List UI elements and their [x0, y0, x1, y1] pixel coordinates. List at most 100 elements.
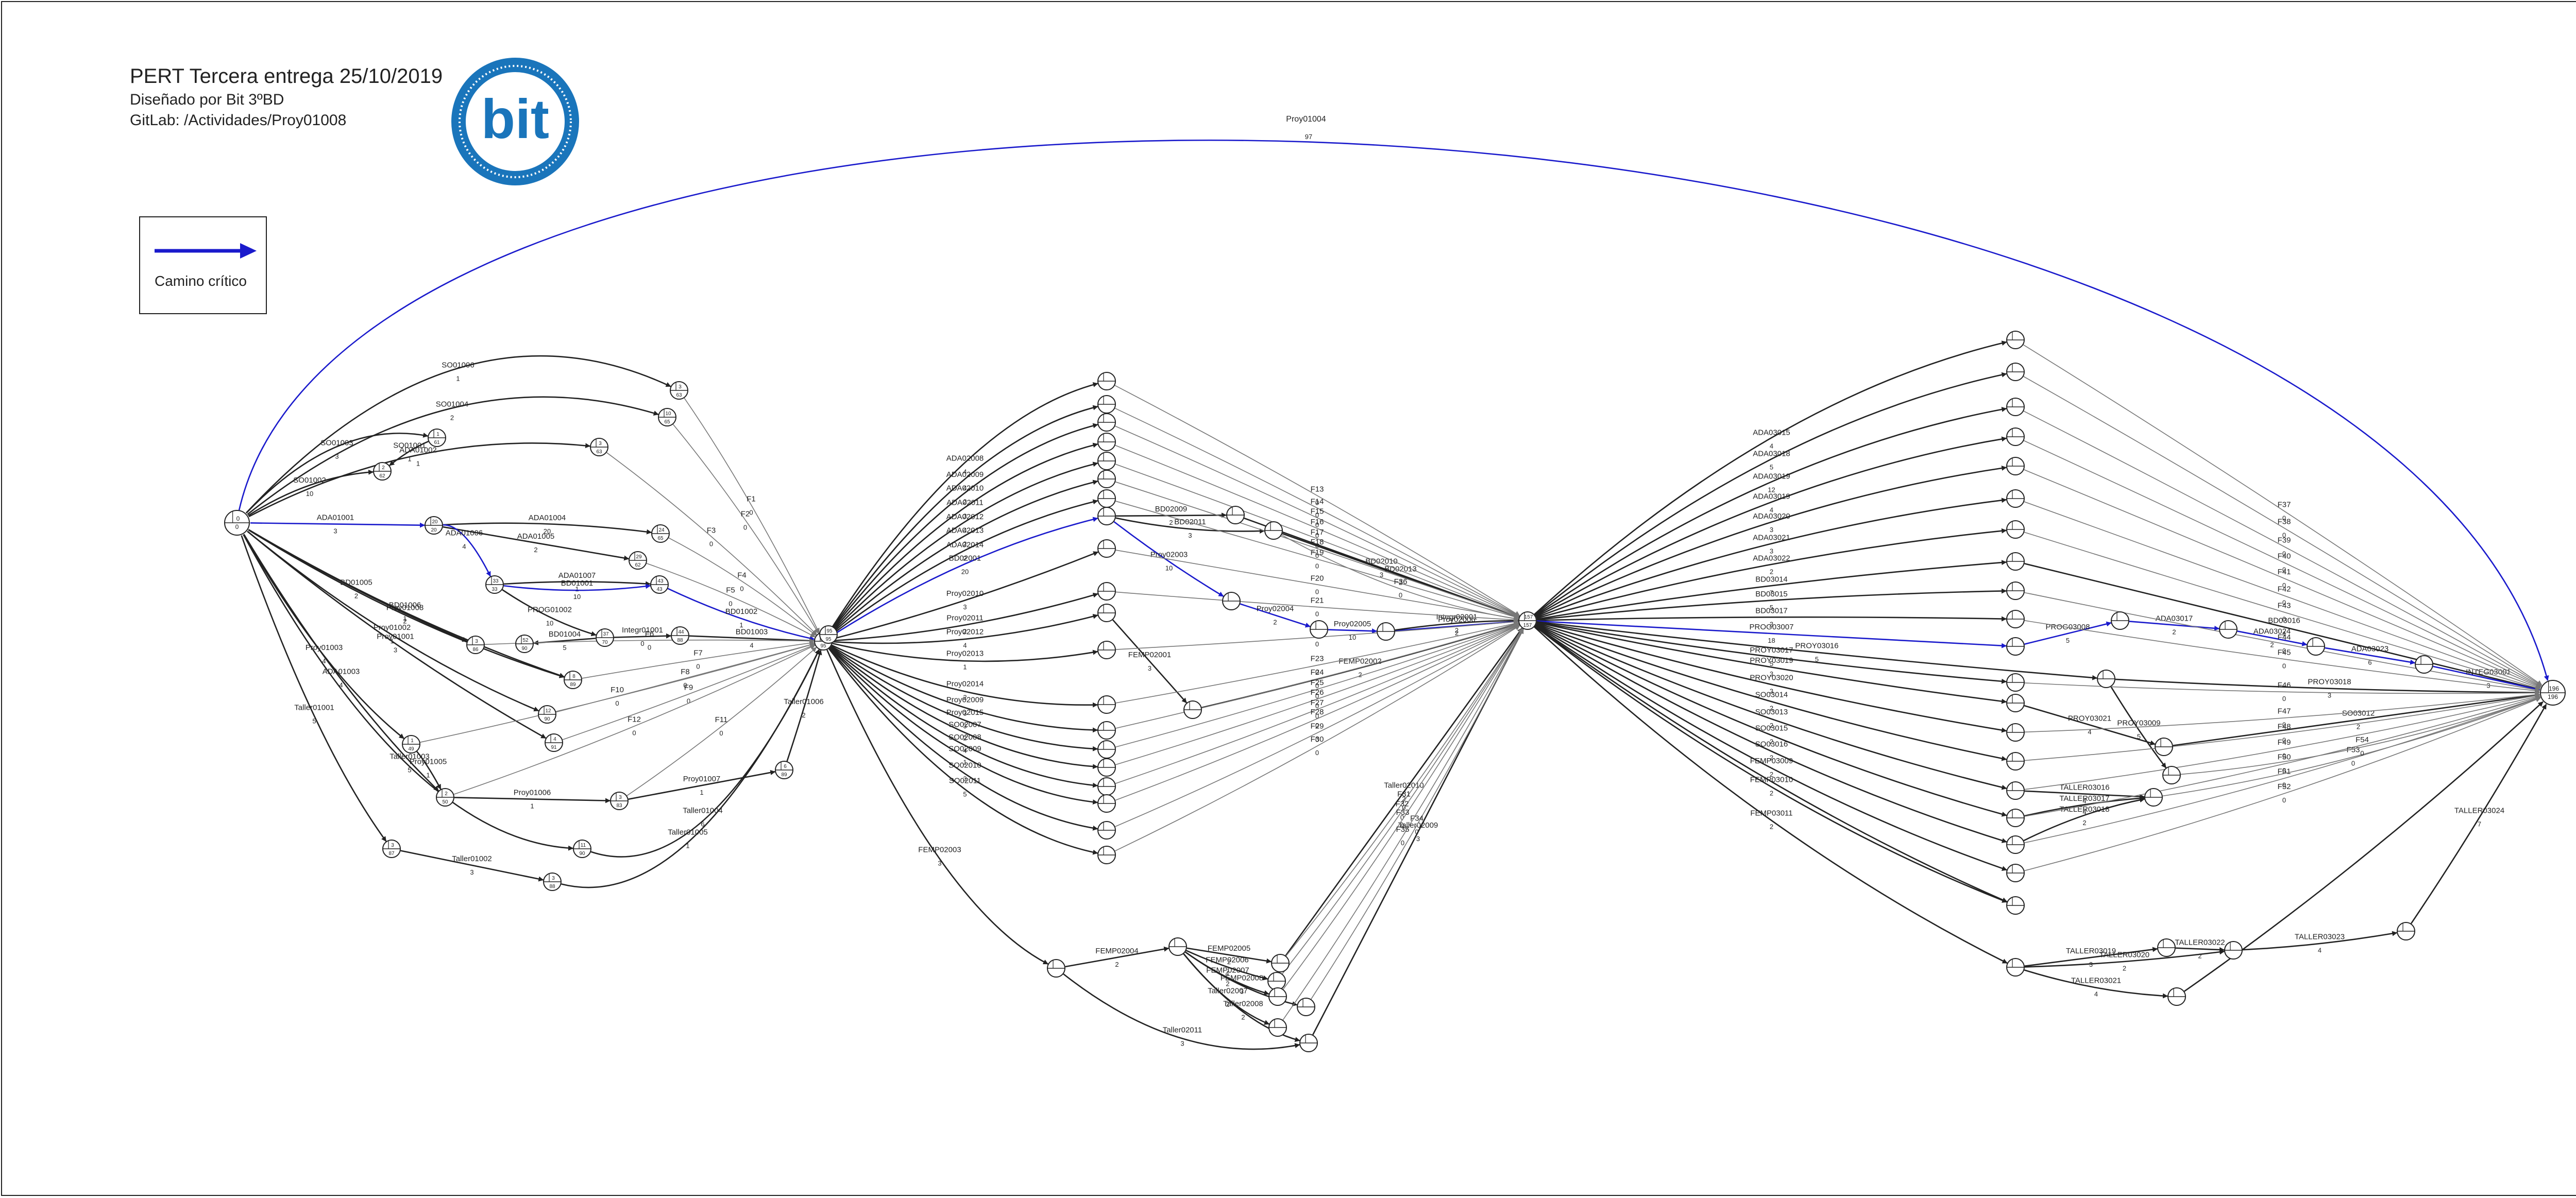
activity-arrow	[830, 499, 1098, 637]
event-node	[2144, 788, 2163, 807]
activity-arrow	[828, 648, 1098, 855]
activity-duration: 2	[1115, 961, 1118, 968]
activity-label: PROY03017	[1750, 646, 1793, 655]
activity-label: Proy02010	[946, 589, 984, 598]
event-node	[1097, 470, 1116, 488]
critical-path-arrow-icon	[155, 243, 257, 259]
legend-box: Camino crítico	[139, 216, 267, 314]
event-node	[2006, 896, 2025, 915]
dummy-activity-arrow	[1115, 622, 1519, 729]
svg-text:10: 10	[665, 411, 671, 417]
activity-duration: 2	[802, 711, 805, 719]
activity-duration: 0	[683, 681, 687, 689]
event-node	[1097, 695, 1116, 714]
activity-arrow	[1535, 406, 2007, 616]
activity-arrow	[1285, 627, 1523, 956]
svg-text:95: 95	[826, 628, 833, 634]
dummy-activity-arrow	[2024, 501, 2541, 689]
activity-duration: 0	[1315, 669, 1319, 676]
dummy-activity-arrow	[2024, 592, 2540, 692]
activity-arrow	[2242, 931, 2398, 951]
activity-duration: 0	[2282, 752, 2286, 760]
activity-label: ADA01005	[517, 532, 555, 541]
critical-activity-arrow	[238, 139, 2549, 681]
activity-label: FEMP02002	[1338, 657, 1381, 666]
activity-duration: 2	[1402, 795, 1405, 803]
activity-duration: 5	[408, 766, 411, 774]
event-node	[2006, 752, 2025, 771]
activity-arrow	[1065, 946, 1170, 968]
activity-arrow	[443, 522, 652, 535]
activity-label: Proy02012	[946, 628, 984, 637]
svg-text:157: 157	[1523, 623, 1532, 628]
activity-label: F12	[628, 715, 641, 724]
activity-label: F18	[1311, 538, 1324, 546]
activity-duration: 2	[2172, 628, 2176, 636]
activity-label: F5	[726, 586, 735, 595]
event-node	[1271, 954, 1290, 972]
dummy-activity-arrow	[1114, 385, 1520, 617]
dummy-activity-arrow	[668, 537, 817, 636]
dummy-activity-arrow	[2024, 469, 2541, 688]
event-node	[1097, 433, 1116, 451]
activity-duration: 0	[2282, 796, 2286, 804]
gitlab-path: GitLab: /Actividades/Proy01008	[130, 112, 347, 129]
svg-text:6: 6	[784, 764, 787, 769]
activity-label: TALLER03020	[2099, 951, 2149, 960]
activity-arrow	[832, 592, 1098, 642]
svg-text:83: 83	[616, 803, 622, 809]
dummy-activity-arrow	[2162, 696, 2541, 797]
event-node	[2006, 520, 2025, 539]
dummy-activity-arrow	[1115, 550, 1519, 621]
event-node	[2006, 331, 2025, 349]
activity-label: PROG01002	[528, 606, 572, 614]
activity-label: F46	[2278, 681, 2291, 690]
activity-duration: 2	[2082, 819, 2086, 827]
activity-label: ADA01002	[399, 446, 437, 455]
svg-text:65: 65	[657, 536, 664, 541]
dummy-activity-arrow	[1115, 623, 1520, 765]
activity-arrow	[830, 646, 1098, 751]
activity-label: F11	[715, 715, 728, 724]
event-node: 383	[610, 792, 629, 810]
activity-arrow	[2023, 797, 2145, 842]
activity-duration: 4	[963, 747, 967, 755]
activity-duration: 0	[2282, 581, 2286, 589]
activity-label: ADA03021	[1753, 534, 1790, 542]
activity-arrow	[831, 645, 1098, 733]
event-node	[1097, 846, 1116, 864]
activity-duration: 4	[1770, 442, 1773, 450]
activity-arrow	[561, 649, 820, 888]
event-node	[2006, 457, 2025, 475]
designed-by: Diseñado por Bit 3ºBD	[130, 91, 284, 108]
activity-duration: 0	[1401, 822, 1404, 830]
activity-label: SO02011	[949, 777, 981, 785]
activity-duration: 0	[1315, 562, 1319, 570]
activity-arrow	[248, 529, 565, 678]
activity-label: F40	[2278, 552, 2291, 561]
activity-label: FEMP02005	[1208, 944, 1250, 953]
svg-text:24: 24	[658, 527, 665, 533]
svg-text:bit: bit	[481, 88, 549, 150]
activity-label: SO02009	[948, 745, 981, 754]
activity-duration: 2	[1169, 519, 1173, 526]
activity-label: PROY03018	[2308, 678, 2351, 687]
activity-arrow	[614, 633, 672, 639]
event-node	[1299, 1034, 1318, 1052]
activity-label: ADA01001	[317, 514, 354, 522]
svg-text:86: 86	[472, 647, 479, 653]
activity-label: ADA03015	[1753, 429, 1790, 437]
activity-duration: 4	[339, 681, 343, 689]
activity-duration: 3	[1416, 835, 1420, 843]
event-node: 386	[466, 636, 485, 654]
activity-label: F35	[1396, 825, 1410, 834]
activity-duration: 3	[394, 646, 397, 654]
event-node	[1310, 620, 1328, 639]
activity-duration: 4	[963, 642, 967, 649]
activity-duration: 0	[1400, 814, 1404, 822]
activity-label: F24	[1311, 668, 1324, 677]
activity-duration: 2	[450, 414, 454, 422]
event-node: 24 65	[651, 524, 670, 543]
activity-arrow	[1536, 498, 2007, 618]
